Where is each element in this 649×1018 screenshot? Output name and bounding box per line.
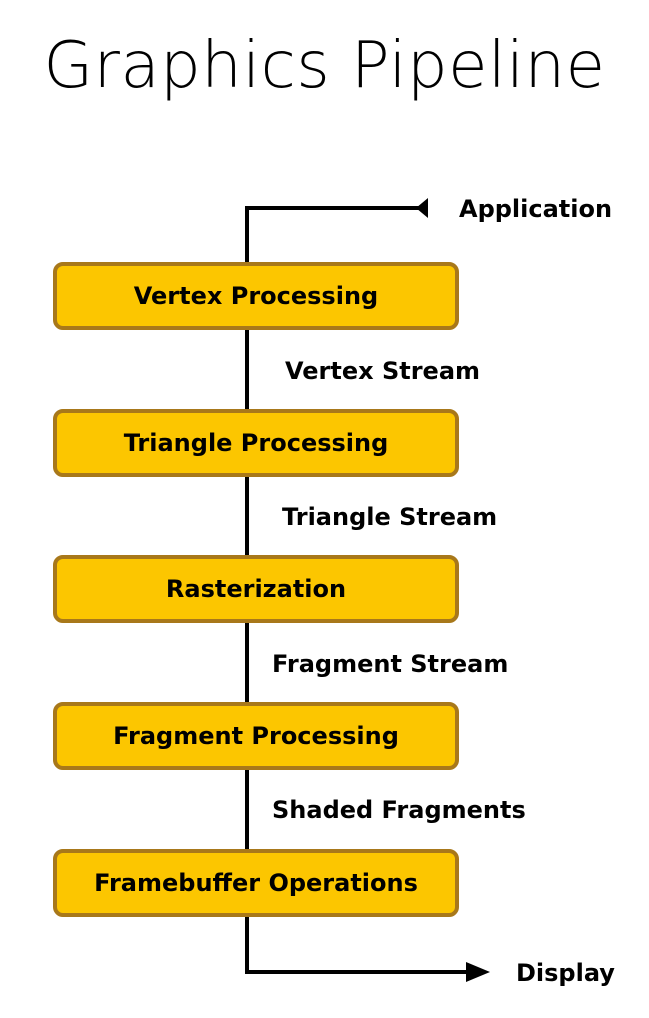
- application-label: Application: [459, 195, 613, 223]
- stream-label-fragment: Fragment Stream: [272, 650, 509, 678]
- output-connector: [245, 917, 470, 974]
- display-label: Display: [516, 959, 615, 987]
- stream-label-shaded: Shaded Fragments: [272, 796, 526, 824]
- stage-fragment-processing: Fragment Processing: [53, 702, 459, 770]
- stage-triangle-processing: Triangle Processing: [53, 409, 459, 477]
- stage-framebuffer-operations: Framebuffer Operations: [53, 849, 459, 917]
- stream-label-triangle: Triangle Stream: [282, 503, 498, 531]
- input-arrowhead: [416, 198, 428, 218]
- stage-vertex-processing: Vertex Processing: [53, 262, 459, 330]
- stream-label-vertex: Vertex Stream: [285, 357, 481, 385]
- input-connector: [245, 206, 422, 262]
- output-arrowhead: [466, 962, 490, 982]
- stage-rasterization: Rasterization: [53, 555, 459, 623]
- diagram-title: Graphics Pipeline: [43, 29, 606, 103]
